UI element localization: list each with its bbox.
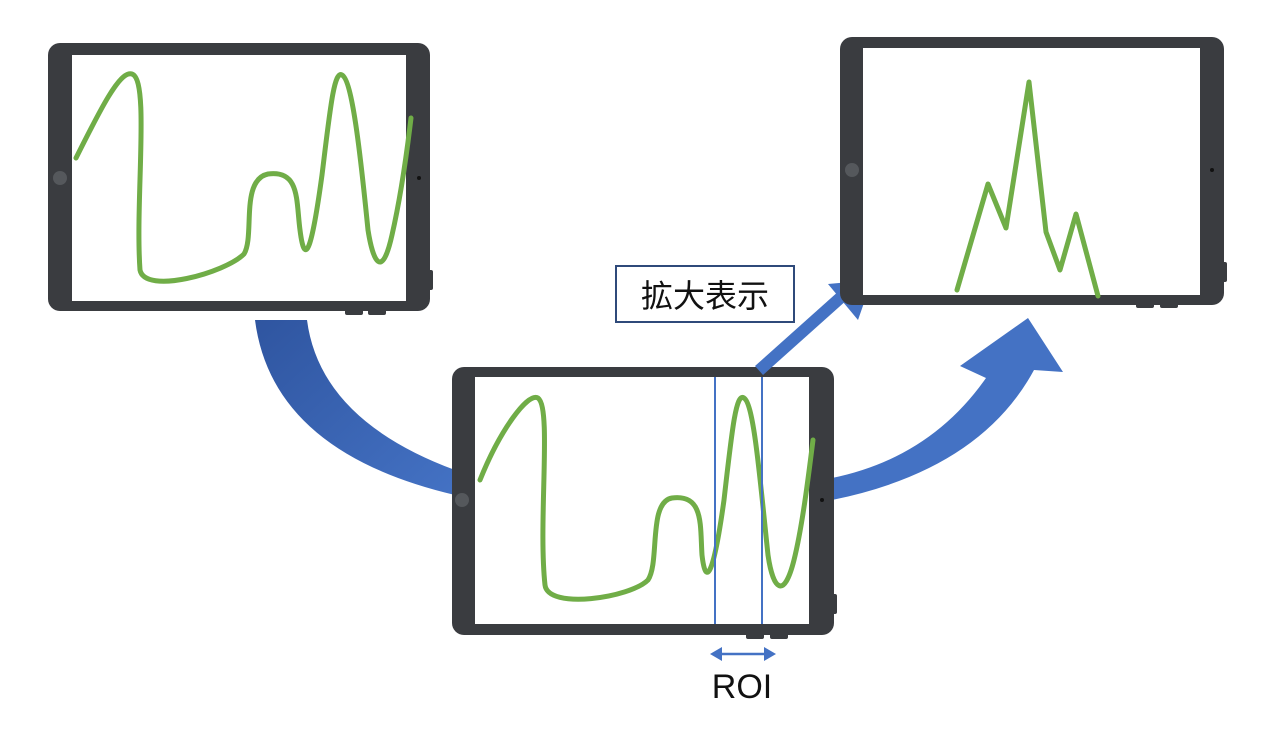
home-button [845, 163, 859, 177]
zoom-label-box: 拡大表示 [615, 265, 795, 323]
camera-dot [1210, 168, 1214, 172]
tablet-original [48, 43, 433, 315]
camera-dot [820, 498, 824, 502]
zoom-label: 拡大表示 [640, 277, 769, 315]
home-button [455, 493, 469, 507]
tablet-zoomed [840, 37, 1227, 308]
signal-line-zoomed [954, 79, 1101, 299]
signal-line-roi [477, 394, 816, 602]
camera-dot [417, 176, 421, 180]
signal-line-original [73, 71, 414, 284]
tablet-roi-select [452, 367, 837, 639]
curved-arrow-right [832, 318, 1063, 500]
roi-width-arrow [710, 647, 776, 661]
curved-arrow-left [255, 320, 455, 495]
roi-label: ROI [711, 668, 773, 706]
home-button [53, 171, 67, 185]
